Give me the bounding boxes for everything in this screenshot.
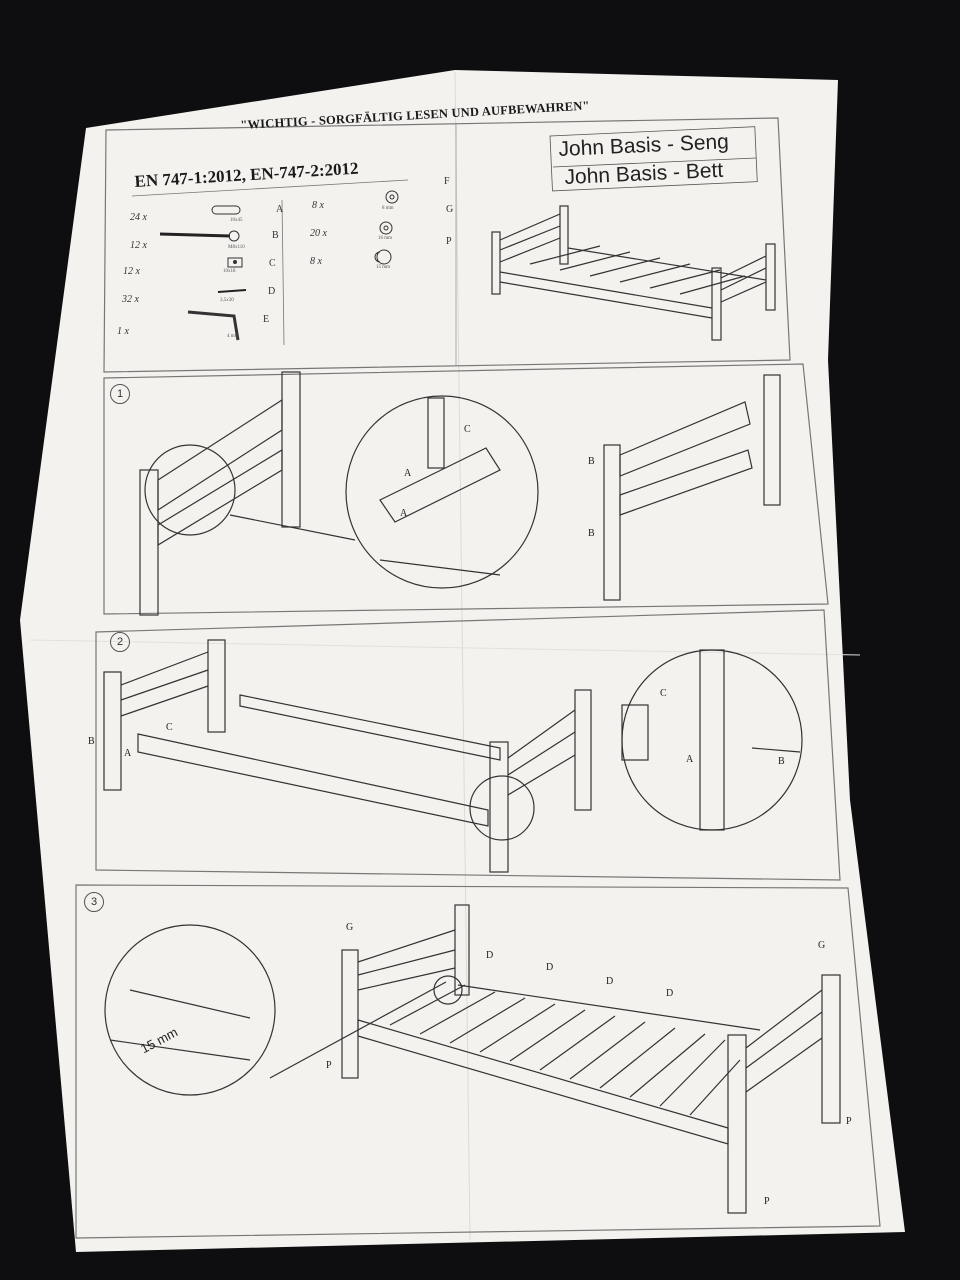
step-2-frame-assembly-drawing — [103, 639, 803, 873]
part-quantity: 12 x — [123, 266, 140, 277]
part-letter: A — [276, 204, 284, 215]
part-size: 10x18 — [223, 269, 236, 274]
part-p-cap-icon — [374, 249, 392, 265]
part-letter: P — [446, 236, 452, 247]
part-quantity: 12 x — [130, 240, 147, 251]
part-quantity: 24 x — [130, 212, 147, 223]
step-3-badge: 3 — [84, 892, 104, 912]
part-c-barrel-nut-icon — [227, 257, 243, 268]
part-size: 15 mm — [376, 265, 391, 270]
step-3-frame — [75, 884, 881, 1239]
part-letter: C — [269, 258, 276, 269]
part-quantity: 1 x — [117, 326, 129, 337]
fold-line — [29, 639, 861, 656]
part-size: M8x110 — [228, 245, 245, 250]
header-frame — [103, 117, 791, 373]
part-quantity: 8 x — [310, 256, 322, 267]
callout-letter: D — [666, 988, 674, 999]
callout-letter: P — [326, 1060, 332, 1071]
callout-letter: C — [660, 688, 667, 699]
callout-letter: D — [606, 976, 614, 987]
callout-letter: A — [124, 748, 132, 759]
callout-letter: C — [166, 722, 173, 733]
callout-letter: B — [88, 736, 95, 747]
callout-letter: P — [846, 1116, 852, 1127]
callout-letter: D — [546, 962, 554, 973]
part-d-screw-icon — [217, 289, 247, 293]
callout-letter: C — [464, 424, 471, 435]
callout-letter: D — [486, 950, 494, 961]
callout-letter: G — [346, 922, 354, 933]
assembled-bed-drawing — [491, 205, 776, 341]
header-underline — [131, 179, 409, 197]
title-box-divider — [552, 157, 757, 168]
step-1-badge: 1 — [110, 384, 130, 404]
step-1-frame — [103, 363, 829, 615]
part-letter: E — [263, 314, 270, 325]
fold-line — [454, 71, 471, 1241]
step-3-slats-drawing — [104, 904, 841, 1214]
part-a-dowel-icon — [211, 205, 241, 215]
part-letter: D — [268, 286, 276, 297]
callout-letter: A — [400, 508, 408, 519]
part-size: 3,5x30 — [220, 298, 234, 303]
part-quantity: 8 x — [312, 200, 324, 211]
part-size: 4 mm — [227, 334, 239, 339]
step-2-frame — [95, 609, 841, 881]
parts-divider — [281, 199, 285, 346]
callout-letter: B — [778, 756, 785, 767]
part-g-washer-icon — [379, 221, 393, 235]
part-quantity: 20 x — [310, 228, 327, 239]
callout-letter: G — [818, 940, 826, 951]
part-letter: G — [446, 204, 454, 215]
step-1-headboard-drawing — [139, 371, 781, 616]
part-e-allen-key-icon — [187, 310, 240, 341]
part-b-bolt-icon — [159, 230, 240, 242]
part-size: 8 mm — [382, 206, 394, 211]
title-box — [549, 126, 758, 192]
part-f-washer-icon — [385, 190, 399, 204]
part-size: 10x45 — [230, 218, 243, 223]
callout-letter: P — [764, 1196, 770, 1207]
part-size: 16 mm — [378, 236, 393, 241]
part-letter: B — [272, 230, 279, 241]
callout-letter: B — [588, 528, 595, 539]
part-letter: F — [444, 176, 450, 187]
callout-letter: A — [686, 754, 694, 765]
step-2-badge: 2 — [110, 632, 130, 652]
callout-letter: A — [404, 468, 412, 479]
part-quantity: 32 x — [122, 294, 139, 305]
callout-letter: B — [588, 456, 595, 467]
